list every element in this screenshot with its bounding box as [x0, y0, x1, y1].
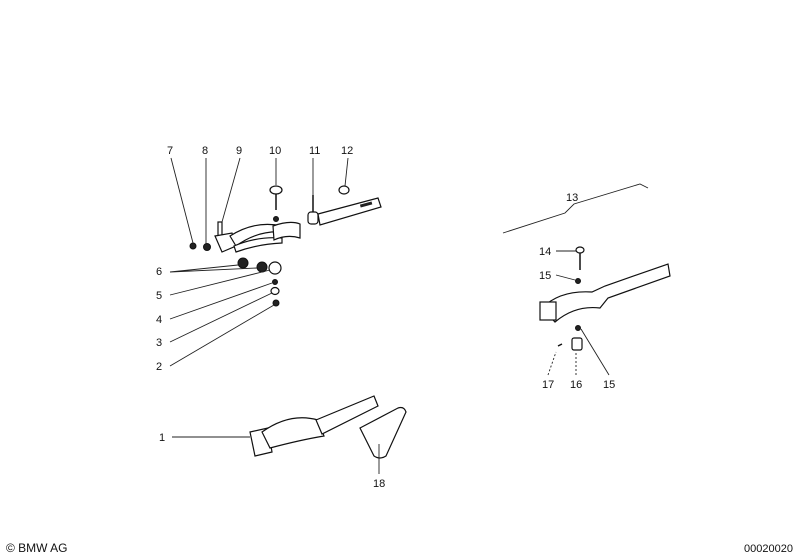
callout-7: 7 [167, 145, 173, 157]
callout-15-lower: 15 [603, 379, 615, 391]
callout-4: 4 [156, 314, 162, 326]
part-13-hinge-block [539, 301, 557, 321]
clamp-bracket [272, 221, 301, 241]
callout-14: 14 [539, 246, 551, 258]
callout-13: 13 [566, 192, 578, 204]
part-10-knob [269, 185, 283, 195]
copyright-label: © BMW AG [6, 541, 68, 555]
part-4-washer [272, 279, 278, 285]
part-5-ball [268, 261, 282, 275]
part-17-clip [557, 343, 563, 347]
callout-12: 12 [341, 145, 353, 157]
upper-assembly [189, 185, 382, 307]
right-assembly [539, 246, 671, 351]
diagram-number: 00020020 [744, 543, 793, 555]
lower-assembly [249, 395, 407, 459]
callouts: 7 8 9 10 11 12 6 5 4 3 2 1 18 13 14 15 1… [156, 145, 615, 490]
callout-15-upper: 15 [539, 270, 551, 282]
callout-17: 17 [542, 379, 554, 391]
part-14-pin-head [575, 246, 585, 254]
part-7-screw [189, 242, 197, 250]
callout-2: 2 [156, 361, 162, 373]
part-2-nut [272, 299, 280, 307]
part-6-bushing-a [237, 257, 249, 269]
callout-9: 9 [236, 145, 242, 157]
callout-1: 1 [159, 432, 165, 444]
callout-5: 5 [156, 290, 162, 302]
callout-11: 11 [309, 145, 320, 157]
part-9-pin [217, 221, 223, 237]
part-3-nut [270, 286, 280, 296]
part-16-bushing [571, 337, 583, 351]
part-1-lever [315, 395, 379, 435]
part-8-nut [203, 243, 211, 251]
part-15-nut-upper [575, 278, 581, 284]
callout-18: 18 [373, 478, 385, 490]
part-1-hinge-arm [261, 417, 325, 449]
callout-10: 10 [269, 145, 281, 157]
leader-lines [169, 157, 649, 474]
callout-8: 8 [202, 145, 208, 157]
part-13-lever [541, 263, 671, 323]
part-6-bushing-b [256, 261, 268, 273]
part-15-nut-lower [575, 325, 581, 331]
callout-16: 16 [570, 379, 582, 391]
callout-6: 6 [156, 266, 162, 278]
callout-3: 3 [156, 337, 162, 349]
part-18-pedal-pad [359, 406, 407, 459]
hinge-arm-lower [233, 237, 283, 253]
